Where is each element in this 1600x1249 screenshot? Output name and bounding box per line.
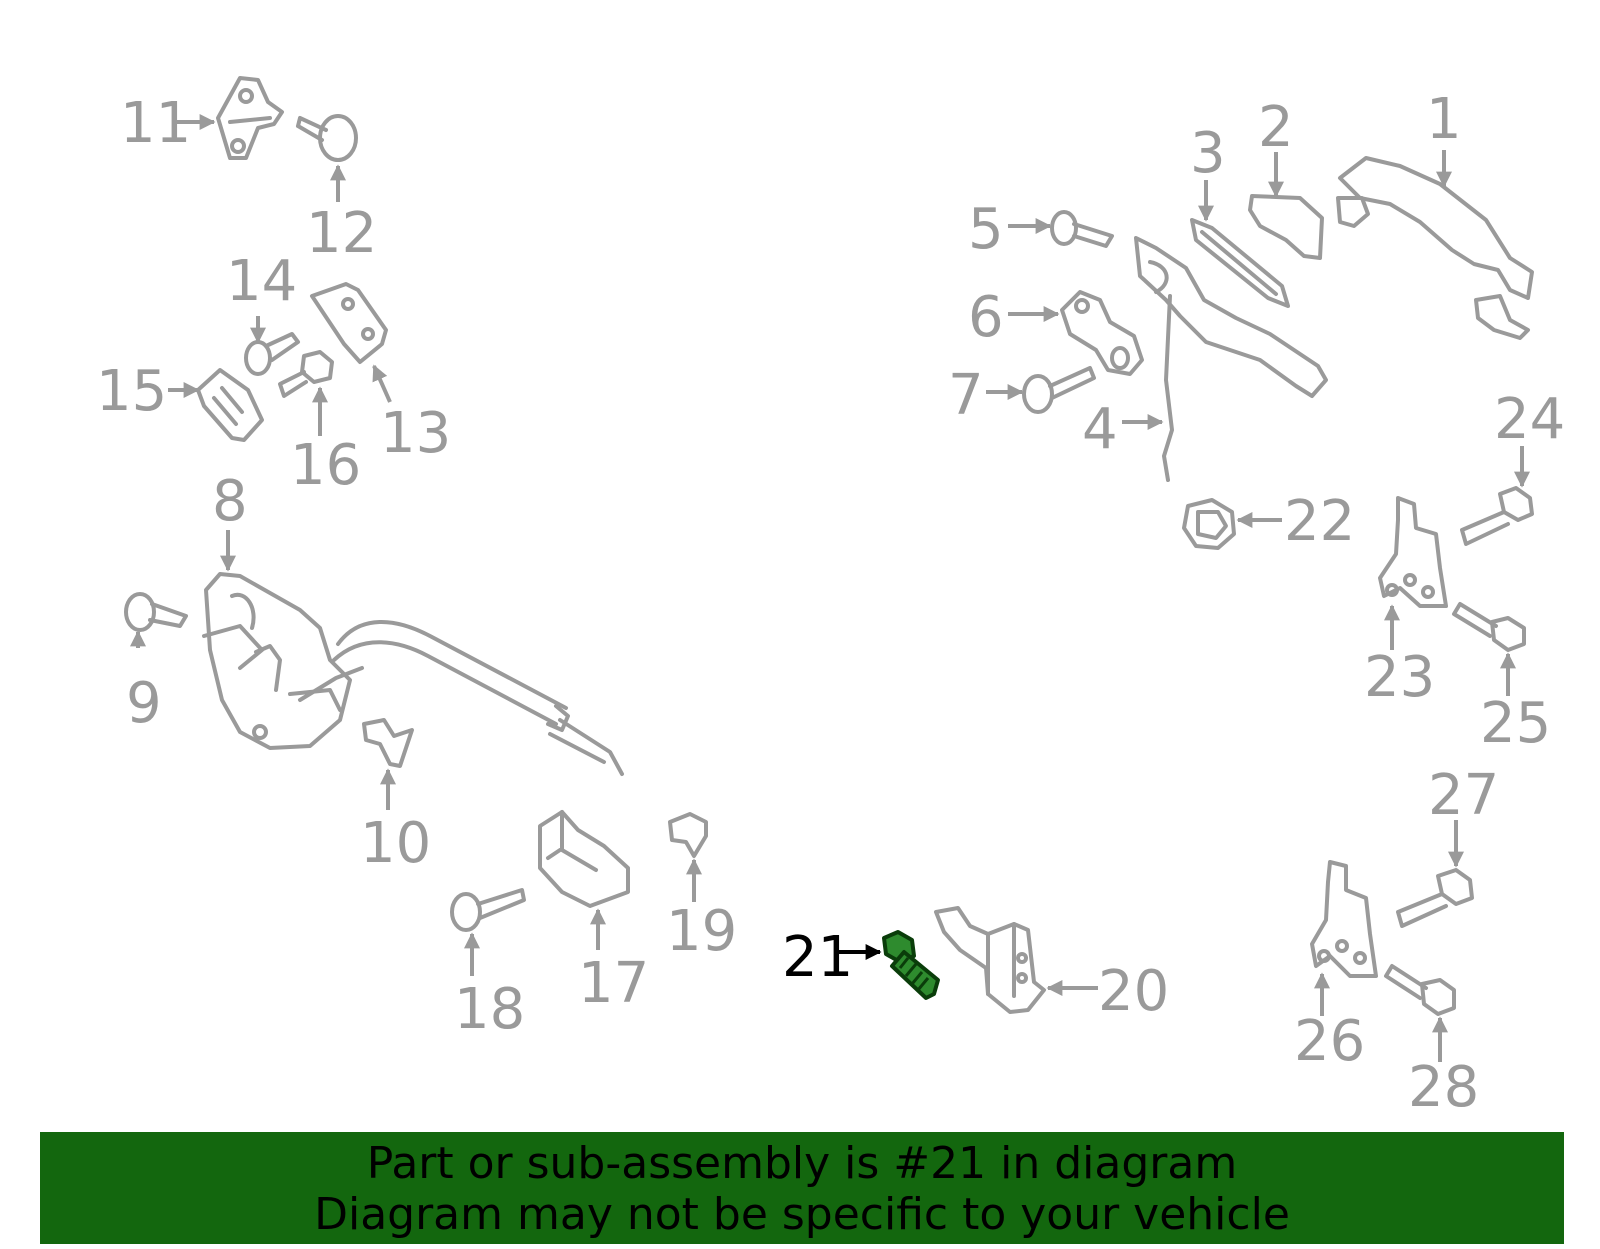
callout-9: 9 bbox=[126, 671, 162, 736]
part-4-rod[interactable] bbox=[1134, 236, 1328, 482]
callout-23: 23 bbox=[1364, 645, 1435, 710]
callout-13: 13 bbox=[380, 401, 451, 466]
callout-24: 24 bbox=[1494, 387, 1565, 452]
part-18-screw[interactable] bbox=[450, 888, 526, 932]
callout-19: 19 bbox=[666, 899, 737, 964]
callout-25: 25 bbox=[1480, 691, 1551, 756]
callout-14: 14 bbox=[226, 249, 297, 314]
part-22-nut[interactable] bbox=[1182, 498, 1236, 550]
part-28-bolt[interactable] bbox=[1384, 964, 1456, 1016]
callout-6: 6 bbox=[968, 285, 1004, 350]
part-1-outer-handle[interactable] bbox=[1336, 156, 1534, 340]
banner-line-part: Part or sub-assembly is #21 in diagram bbox=[366, 1138, 1238, 1189]
part-7-screw[interactable] bbox=[1022, 366, 1096, 414]
callout-10: 10 bbox=[360, 811, 431, 876]
part-23-hinge[interactable] bbox=[1378, 496, 1448, 608]
part-8-latch[interactable] bbox=[202, 572, 624, 776]
callout-11: 11 bbox=[120, 91, 191, 156]
part-16-bolt[interactable] bbox=[278, 350, 334, 398]
info-banner: Part or sub-assembly is #21 in diagram D… bbox=[40, 1132, 1564, 1244]
part-13-bracket[interactable] bbox=[310, 282, 388, 364]
part-25-bolt[interactable] bbox=[1452, 602, 1526, 652]
part-15-clip[interactable] bbox=[196, 368, 264, 442]
part-21-bolt-highlighted[interactable] bbox=[882, 930, 940, 1000]
part-10-clip[interactable] bbox=[362, 718, 414, 768]
part-14-bolt[interactable] bbox=[244, 332, 300, 376]
callout-15: 15 bbox=[96, 359, 167, 424]
banner-line-disclaimer: Diagram may not be specific to your vehi… bbox=[314, 1189, 1290, 1240]
callout-labels: 11 12 14 13 15 16 8 9 10 17 18 19 20 21 … bbox=[96, 87, 1565, 1120]
callout-5: 5 bbox=[968, 197, 1004, 262]
callout-2: 2 bbox=[1258, 95, 1294, 160]
callout-3: 3 bbox=[1190, 121, 1226, 186]
callout-4: 4 bbox=[1082, 397, 1118, 462]
callout-16: 16 bbox=[290, 433, 361, 498]
part-3-gasket[interactable] bbox=[1190, 218, 1290, 308]
part-12-screw[interactable] bbox=[296, 114, 358, 162]
part-20-door-check[interactable] bbox=[934, 906, 1046, 1014]
callout-1: 1 bbox=[1426, 87, 1462, 152]
callout-7: 7 bbox=[948, 363, 984, 428]
part-19-clip[interactable] bbox=[668, 812, 708, 858]
callout-22: 22 bbox=[1284, 489, 1355, 554]
part-9-screw[interactable] bbox=[124, 592, 188, 632]
part-24-bolt[interactable] bbox=[1460, 486, 1534, 546]
part-6-lever[interactable] bbox=[1060, 290, 1144, 376]
part-27-bolt[interactable] bbox=[1396, 868, 1474, 928]
part-11-striker[interactable] bbox=[216, 76, 284, 160]
part-26-hinge[interactable] bbox=[1310, 860, 1378, 978]
callout-8: 8 bbox=[212, 469, 248, 534]
callout-18: 18 bbox=[454, 977, 525, 1042]
callout-26: 26 bbox=[1294, 1009, 1365, 1074]
callout-12: 12 bbox=[306, 201, 377, 266]
leader-arrows bbox=[130, 114, 1530, 1062]
part-2-handle-cap[interactable] bbox=[1248, 194, 1324, 260]
callout-21[interactable]: 21 bbox=[782, 925, 853, 990]
callout-28: 28 bbox=[1408, 1055, 1479, 1120]
part-5-screw[interactable] bbox=[1050, 210, 1114, 248]
part-17-bracket[interactable] bbox=[538, 810, 630, 908]
callout-20: 20 bbox=[1098, 959, 1169, 1024]
callout-17: 17 bbox=[578, 951, 649, 1016]
callout-27: 27 bbox=[1428, 763, 1499, 828]
